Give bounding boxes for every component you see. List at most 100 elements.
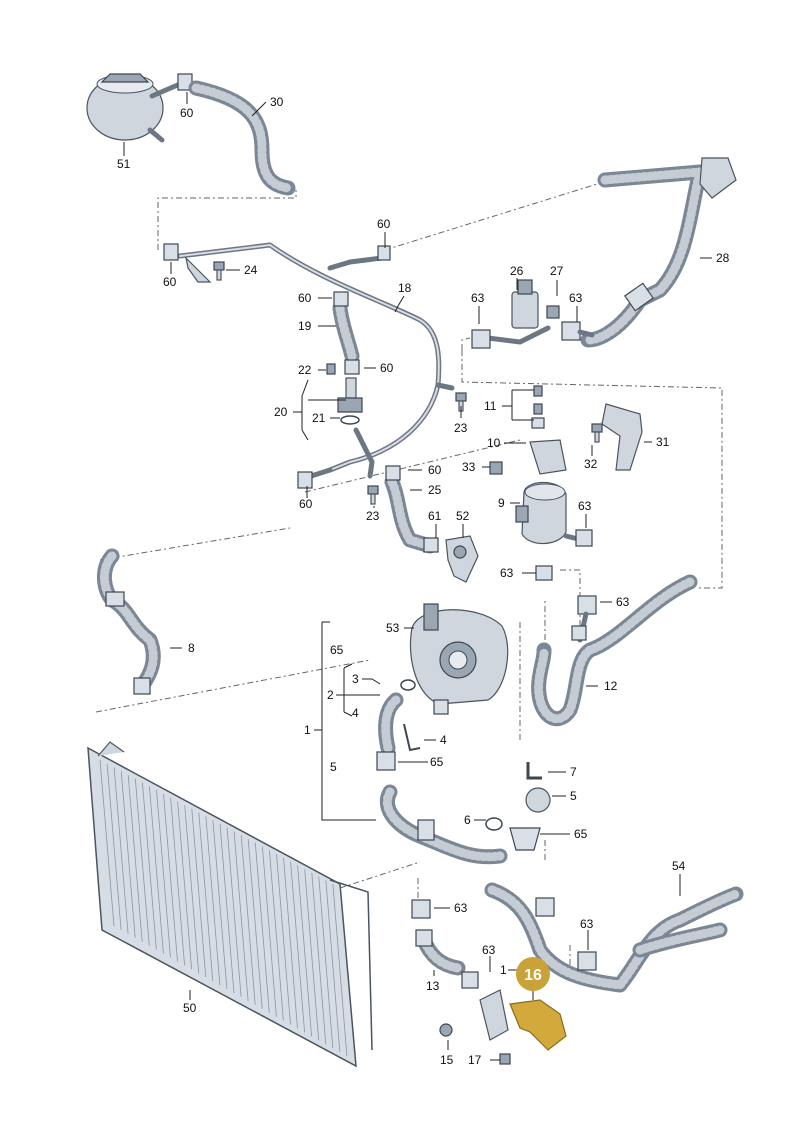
callout-5: 5 xyxy=(570,789,577,803)
callout-65: 65 xyxy=(574,827,588,841)
dashed-guide-lines xyxy=(95,179,723,970)
callout-53: 53 xyxy=(386,621,400,635)
connector-14 xyxy=(439,971,511,1065)
callout-60: 60 xyxy=(299,497,313,511)
callout-6: 6 xyxy=(464,813,471,827)
callout-50: 50 xyxy=(183,1001,197,1015)
bolt-24 xyxy=(213,261,225,281)
callout-19: 19 xyxy=(298,319,312,333)
callout-63: 63 xyxy=(500,566,514,580)
callout-5: 5 xyxy=(330,760,337,774)
callout-63: 63 xyxy=(578,499,592,513)
radiator-fin xyxy=(254,842,270,1013)
radiator-fin xyxy=(262,846,277,1017)
callout-60: 60 xyxy=(298,291,312,305)
radiator-fin xyxy=(283,857,298,1029)
callout-63: 63 xyxy=(580,917,594,931)
radiator-fin xyxy=(127,775,143,942)
callout-4: 4 xyxy=(352,706,359,720)
callout-60: 60 xyxy=(428,463,442,477)
connector-2 xyxy=(376,692,421,771)
callout-23: 23 xyxy=(366,509,380,523)
radiator-fin xyxy=(142,782,157,950)
callout-1: 1 xyxy=(304,723,311,737)
pipe-18 xyxy=(163,242,455,489)
radiator-fin xyxy=(106,763,122,930)
callout-60: 60 xyxy=(380,361,394,375)
callout-27: 27 xyxy=(550,264,564,278)
callout-63: 63 xyxy=(454,901,468,915)
callout-61: 61 xyxy=(428,509,442,523)
hose-19 xyxy=(332,291,360,375)
radiator-fin xyxy=(134,778,150,946)
radiator-50 xyxy=(87,741,373,1068)
callout-54: 54 xyxy=(672,859,686,873)
callout-32: 32 xyxy=(584,457,598,471)
bracket-31 xyxy=(591,403,643,471)
callout-63: 63 xyxy=(569,291,583,305)
callout-18: 18 xyxy=(398,281,412,295)
callout-25: 25 xyxy=(428,483,442,497)
leader-lines xyxy=(123,92,712,1061)
callout-26: 26 xyxy=(510,264,524,278)
expansion-tank xyxy=(86,73,193,143)
part-52 xyxy=(445,535,479,583)
callout-65: 65 xyxy=(330,643,344,657)
callout-9: 9 xyxy=(498,496,505,510)
radiator-fin xyxy=(269,850,284,1021)
radiator-fin xyxy=(297,865,312,1037)
radiator-fin xyxy=(332,884,348,1057)
callout-15: 15 xyxy=(440,1053,454,1067)
radiator-fin xyxy=(212,820,228,990)
callout-22: 22 xyxy=(298,363,312,377)
callout-17: 17 xyxy=(468,1053,482,1067)
radiator-fin xyxy=(99,759,115,927)
highlight-badge-16[interactable]: 16 xyxy=(516,957,550,991)
callout-13: 13 xyxy=(426,979,440,993)
callout-8: 8 xyxy=(188,641,195,655)
radiator-fin xyxy=(163,793,178,962)
radiator-fin xyxy=(304,869,320,1041)
radiator-fin xyxy=(247,839,263,1009)
callout-52: 52 xyxy=(456,509,470,523)
bracket-16-highlighted xyxy=(509,999,567,1051)
hose-8 xyxy=(97,548,161,695)
radiator-fin xyxy=(233,831,249,1001)
radiator-fin xyxy=(240,835,256,1005)
callout-63: 63 xyxy=(471,291,485,305)
radiator-fin xyxy=(226,827,242,997)
radiator-fin xyxy=(184,805,200,974)
callout-33: 33 xyxy=(462,460,476,474)
callout-31: 31 xyxy=(656,435,670,449)
hose-25 xyxy=(384,465,439,554)
radiator-fin xyxy=(177,801,192,970)
hose-28 xyxy=(580,157,737,348)
callout-11: 11 xyxy=(484,399,497,413)
callout-12: 12 xyxy=(604,679,618,693)
hose-54 xyxy=(484,882,744,993)
callout-4: 4 xyxy=(440,733,447,747)
hose-1 xyxy=(379,784,508,865)
callout-2: 2 xyxy=(327,688,334,702)
callout-10: 10 xyxy=(487,436,501,450)
callout-63: 63 xyxy=(616,595,630,609)
radiator-fin xyxy=(276,854,291,1025)
callout-65: 65 xyxy=(430,755,444,769)
radiator-fin xyxy=(205,816,221,986)
highlight-badge-label: 16 xyxy=(524,967,542,984)
pump-9 xyxy=(489,385,593,581)
callout-28: 28 xyxy=(716,251,730,265)
radiator-fin xyxy=(170,797,185,966)
callout-60: 60 xyxy=(180,106,194,120)
hose-30 xyxy=(188,80,296,196)
radiator-fin xyxy=(290,861,305,1033)
callout-21: 21 xyxy=(312,411,326,425)
callout-7: 7 xyxy=(570,765,577,779)
radiator-fin xyxy=(120,771,136,938)
hose-12 xyxy=(531,574,698,727)
radiator-fin xyxy=(113,767,129,934)
callout-63: 63 xyxy=(482,943,496,957)
callout-3: 3 xyxy=(352,672,359,686)
radiator-fin xyxy=(219,823,235,994)
